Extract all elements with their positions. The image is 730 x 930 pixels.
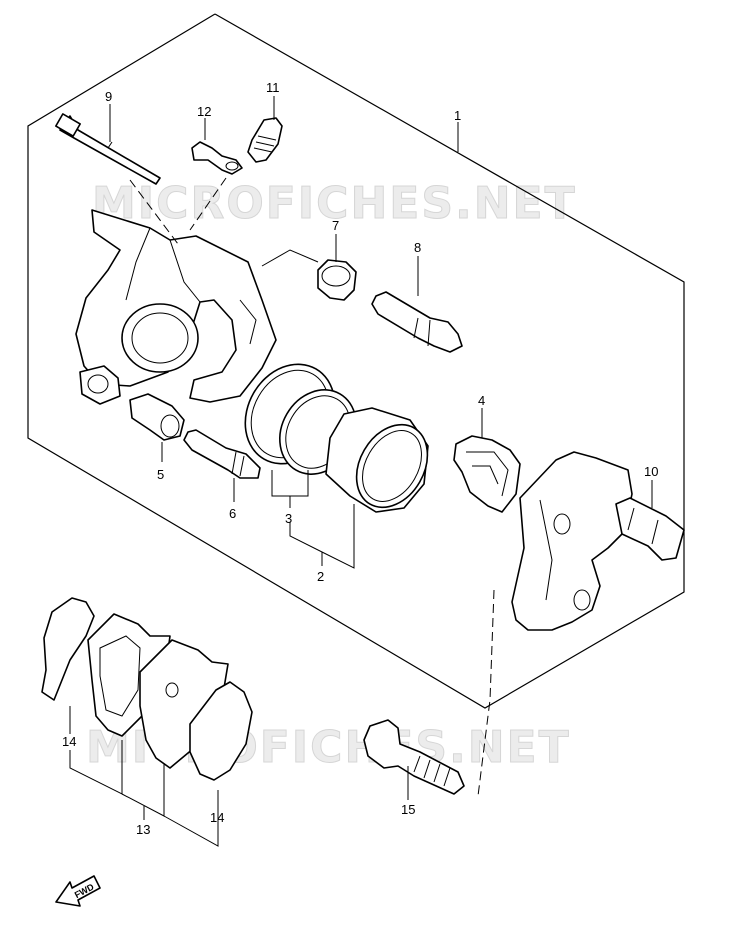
part-10-bracket-clip xyxy=(615,497,685,561)
part-9-pin xyxy=(55,113,161,185)
part-11-bleeder xyxy=(247,117,283,163)
part-7-boot xyxy=(317,259,357,301)
caliper-body xyxy=(75,209,277,405)
part-8-slide-pin xyxy=(371,291,463,353)
callout-8: 8 xyxy=(414,240,421,255)
callout-4: 4 xyxy=(478,393,485,408)
callout-2: 2 xyxy=(317,569,324,584)
callout-14b: 14 xyxy=(210,810,224,825)
leader-3 xyxy=(271,470,309,497)
callout-13: 13 xyxy=(136,822,150,837)
part-14-shim-front xyxy=(41,597,95,701)
callout-11: 11 xyxy=(266,80,280,95)
part-4-spring-clip xyxy=(453,435,521,513)
part-5-bushing xyxy=(129,393,185,441)
callout-12: 12 xyxy=(197,104,211,119)
callout-7: 7 xyxy=(332,218,339,233)
callout-15: 15 xyxy=(401,802,415,817)
callout-6: 6 xyxy=(229,506,236,521)
callout-9: 9 xyxy=(105,89,112,104)
callout-1: 1 xyxy=(454,108,461,123)
callout-14a: 14 xyxy=(62,734,76,749)
leader-14b xyxy=(163,790,219,847)
part-12-clip xyxy=(191,141,243,175)
fwd-arrow-icon: FWD xyxy=(55,875,101,907)
dashed-line-15 xyxy=(477,589,495,797)
leader-7-body xyxy=(261,249,319,267)
assembly-box-outline xyxy=(27,13,685,709)
part-15-bolt xyxy=(363,719,465,795)
part-2-piston xyxy=(325,407,429,513)
callout-5: 5 xyxy=(157,467,164,482)
dashed-line-12 xyxy=(189,177,227,231)
watermark-top: MICROFICHES.NET xyxy=(92,178,577,229)
part-6-pin-bolt xyxy=(183,429,261,479)
callout-3: 3 xyxy=(285,511,292,526)
caliper-bracket xyxy=(511,451,633,631)
part-14-shim-rear xyxy=(189,681,253,781)
callout-10: 10 xyxy=(644,464,658,479)
leader-13 xyxy=(69,740,123,795)
